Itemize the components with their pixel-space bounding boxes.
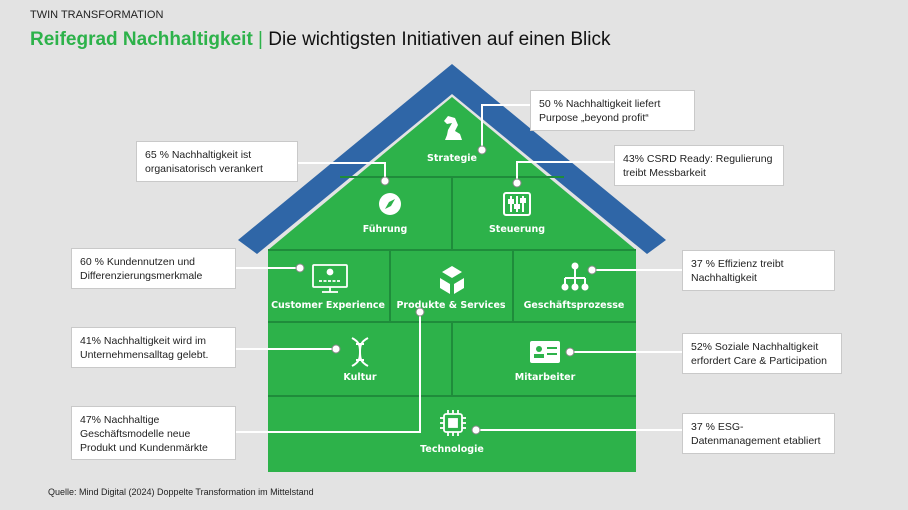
house-grid xyxy=(268,176,636,397)
rating-screen-icon xyxy=(312,264,348,293)
dna-icon xyxy=(351,337,369,367)
callout-strategie: 50 % Nachhaltigkeit liefert Purpose „bey… xyxy=(530,90,695,131)
source-note: Quelle: Mind Digital (2024) Doppelte Tra… xyxy=(48,487,314,497)
label-customer-experience: Customer Experience xyxy=(271,300,385,311)
compass-icon xyxy=(379,193,401,215)
callout-geschaeftsprozesse: 37 % Effizienz treibt Nachhaltigkeit xyxy=(682,250,835,291)
kicker: TWIN TRANSFORMATION xyxy=(30,9,164,21)
title-separator: | xyxy=(252,29,269,50)
connector-dots xyxy=(295,145,597,435)
chip-icon xyxy=(440,410,466,436)
label-produkte-services: Produkte & Services xyxy=(396,300,505,311)
house-body xyxy=(268,97,636,472)
knight-icon xyxy=(444,116,462,140)
callout-kultur: 41% Nachhaltigkeit wird im Unternehmensa… xyxy=(71,327,236,368)
page-title: Reifegrad Nachhaltigkeit | Die wichtigst… xyxy=(30,29,610,51)
callout-steuerung: 43% CSRD Ready: Regulierung treibt Messb… xyxy=(614,145,784,186)
callout-mitarbeiter: 52% Soziale Nachhaltigkeit erfordert Car… xyxy=(682,333,842,374)
title-highlight: Reifegrad Nachhaltigkeit xyxy=(30,29,253,50)
title-rest: Die wichtigsten Initiativen auf einen Bl… xyxy=(268,29,611,50)
label-strategie: Strategie xyxy=(427,153,477,164)
id-card-icon xyxy=(530,341,560,363)
label-kultur: Kultur xyxy=(343,372,377,383)
label-mitarbeiter: Mitarbeiter xyxy=(515,372,576,383)
label-steuerung: Steuerung xyxy=(489,224,545,235)
label-geschaeftsprozesse: Geschäftsprozesse xyxy=(524,300,625,311)
connector-lines xyxy=(236,104,682,433)
callout-produkte-services: 47% Nachhaltige Geschäftsmodelle neue Pr… xyxy=(71,406,236,460)
label-technologie: Technologie xyxy=(420,444,484,455)
boxes-icon xyxy=(440,266,464,294)
callout-fuehrung: 65 % Nachhaltigkeit ist organisatorisch … xyxy=(136,141,298,182)
label-fuehrung: Führung xyxy=(363,224,408,235)
callout-technologie: 37 % ESG-Datenmanagement etabliert xyxy=(682,413,835,454)
process-tree-icon xyxy=(561,262,589,291)
sliders-icon xyxy=(503,192,531,216)
callout-customer-experience: 60 % Kundennutzen und Differenzierungsme… xyxy=(71,248,236,289)
